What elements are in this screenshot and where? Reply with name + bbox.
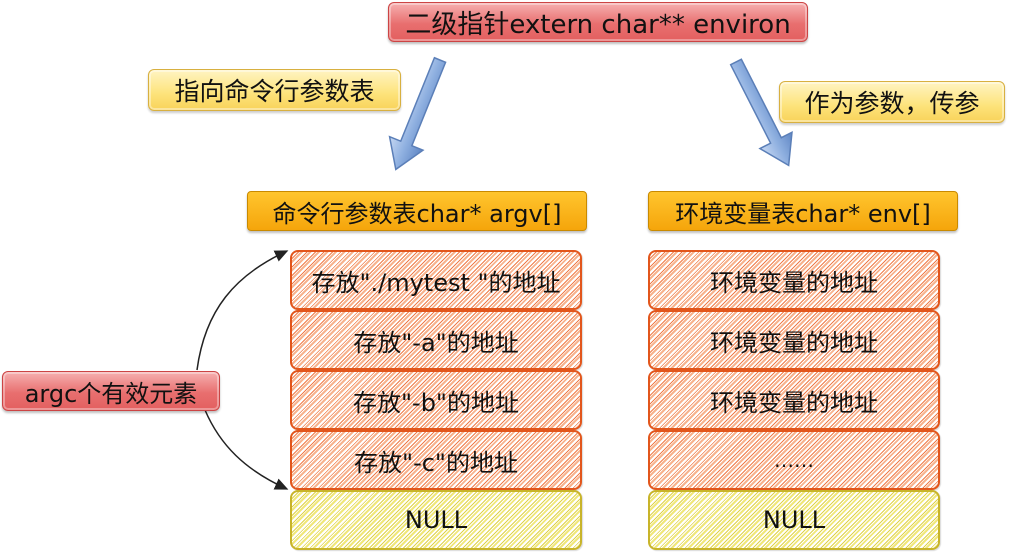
argc-label-text: argc个有效元素	[24, 379, 198, 408]
argc-bottom-curve-arrow	[204, 409, 289, 490]
argv-cell-text: 存放"-b"的地址	[353, 388, 519, 417]
environ-title-box: 二级指针extern char** environ	[388, 2, 808, 42]
left-block-arrow-icon	[388, 56, 447, 171]
right-arrow-note-text: 作为参数，传参	[804, 89, 980, 118]
env-cell-text: 环境变量的地址	[710, 328, 878, 357]
env-cell-text: NULL	[762, 506, 826, 534]
env-cell-text: ……	[774, 448, 814, 472]
env-table-header-text: 环境变量表char* env[]	[675, 199, 931, 228]
argv-cell: 存放"-a"的地址	[290, 310, 582, 370]
right-block-arrow-icon	[729, 58, 793, 167]
argv-table-header-text: 命令行参数表char* argv[]	[272, 199, 562, 228]
argc-label-box: argc个有效元素	[2, 371, 220, 411]
argv-cell-text: 存放"-c"的地址	[354, 448, 518, 477]
right-arrow-note: 作为参数，传参	[779, 81, 1005, 123]
left-arrow-note: 指向命令行参数表	[148, 69, 401, 111]
argv-cell: 存放"./mytest "的地址	[290, 250, 582, 310]
env-cell-text: 环境变量的地址	[710, 388, 878, 417]
environ-title: 二级指针extern char** environ	[405, 9, 791, 40]
env-table-header: 环境变量表char* env[]	[648, 191, 958, 231]
left-arrow-note-text: 指向命令行参数表	[174, 77, 375, 106]
argc-top-curve-arrow	[196, 250, 289, 371]
env-cell-text: 环境变量的地址	[710, 268, 878, 297]
argv-cell-text: 存放"-a"的地址	[353, 328, 519, 357]
env-cell-null: NULL	[648, 490, 940, 550]
argv-cell-text: 存放"./mytest "的地址	[311, 268, 561, 297]
argv-table-header: 命令行参数表char* argv[]	[247, 191, 587, 231]
env-cell: ……	[648, 430, 940, 490]
env-cell: 环境变量的地址	[648, 310, 940, 370]
env-cell: 环境变量的地址	[648, 250, 940, 310]
env-cell: 环境变量的地址	[648, 370, 940, 430]
argv-cell: 存放"-b"的地址	[290, 370, 582, 430]
argv-cell: 存放"-c"的地址	[290, 430, 582, 490]
argv-cell-text: NULL	[404, 506, 468, 534]
argv-cell-null: NULL	[290, 490, 582, 550]
